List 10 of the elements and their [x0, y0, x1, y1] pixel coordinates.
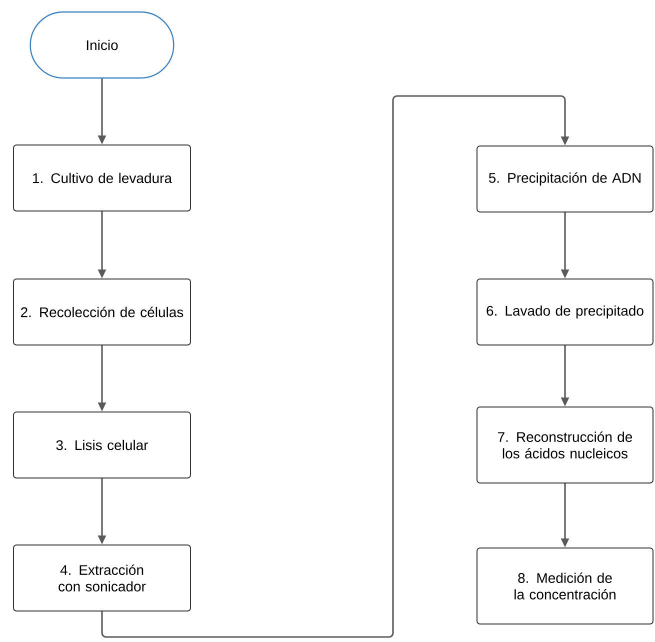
process-box: 2. Recolección de células: [13, 278, 191, 346]
arrow: [101, 95, 570, 638]
process-box: 3. Lisis celular: [13, 412, 191, 478]
process-box: 6. Lavado de precipitado: [476, 278, 654, 346]
process-box: 4. Extracción con sonicador: [13, 544, 191, 612]
process-box: 1. Cultivo de levadura: [13, 144, 191, 212]
process-box: 5. Precipitación de ADN: [476, 146, 654, 212]
start-terminal: Inicio: [30, 11, 174, 79]
process-box: 8. Medición de la concentración: [476, 548, 654, 624]
process-box: 7. Reconstrucción de los ácidos nucleicos: [476, 406, 654, 484]
